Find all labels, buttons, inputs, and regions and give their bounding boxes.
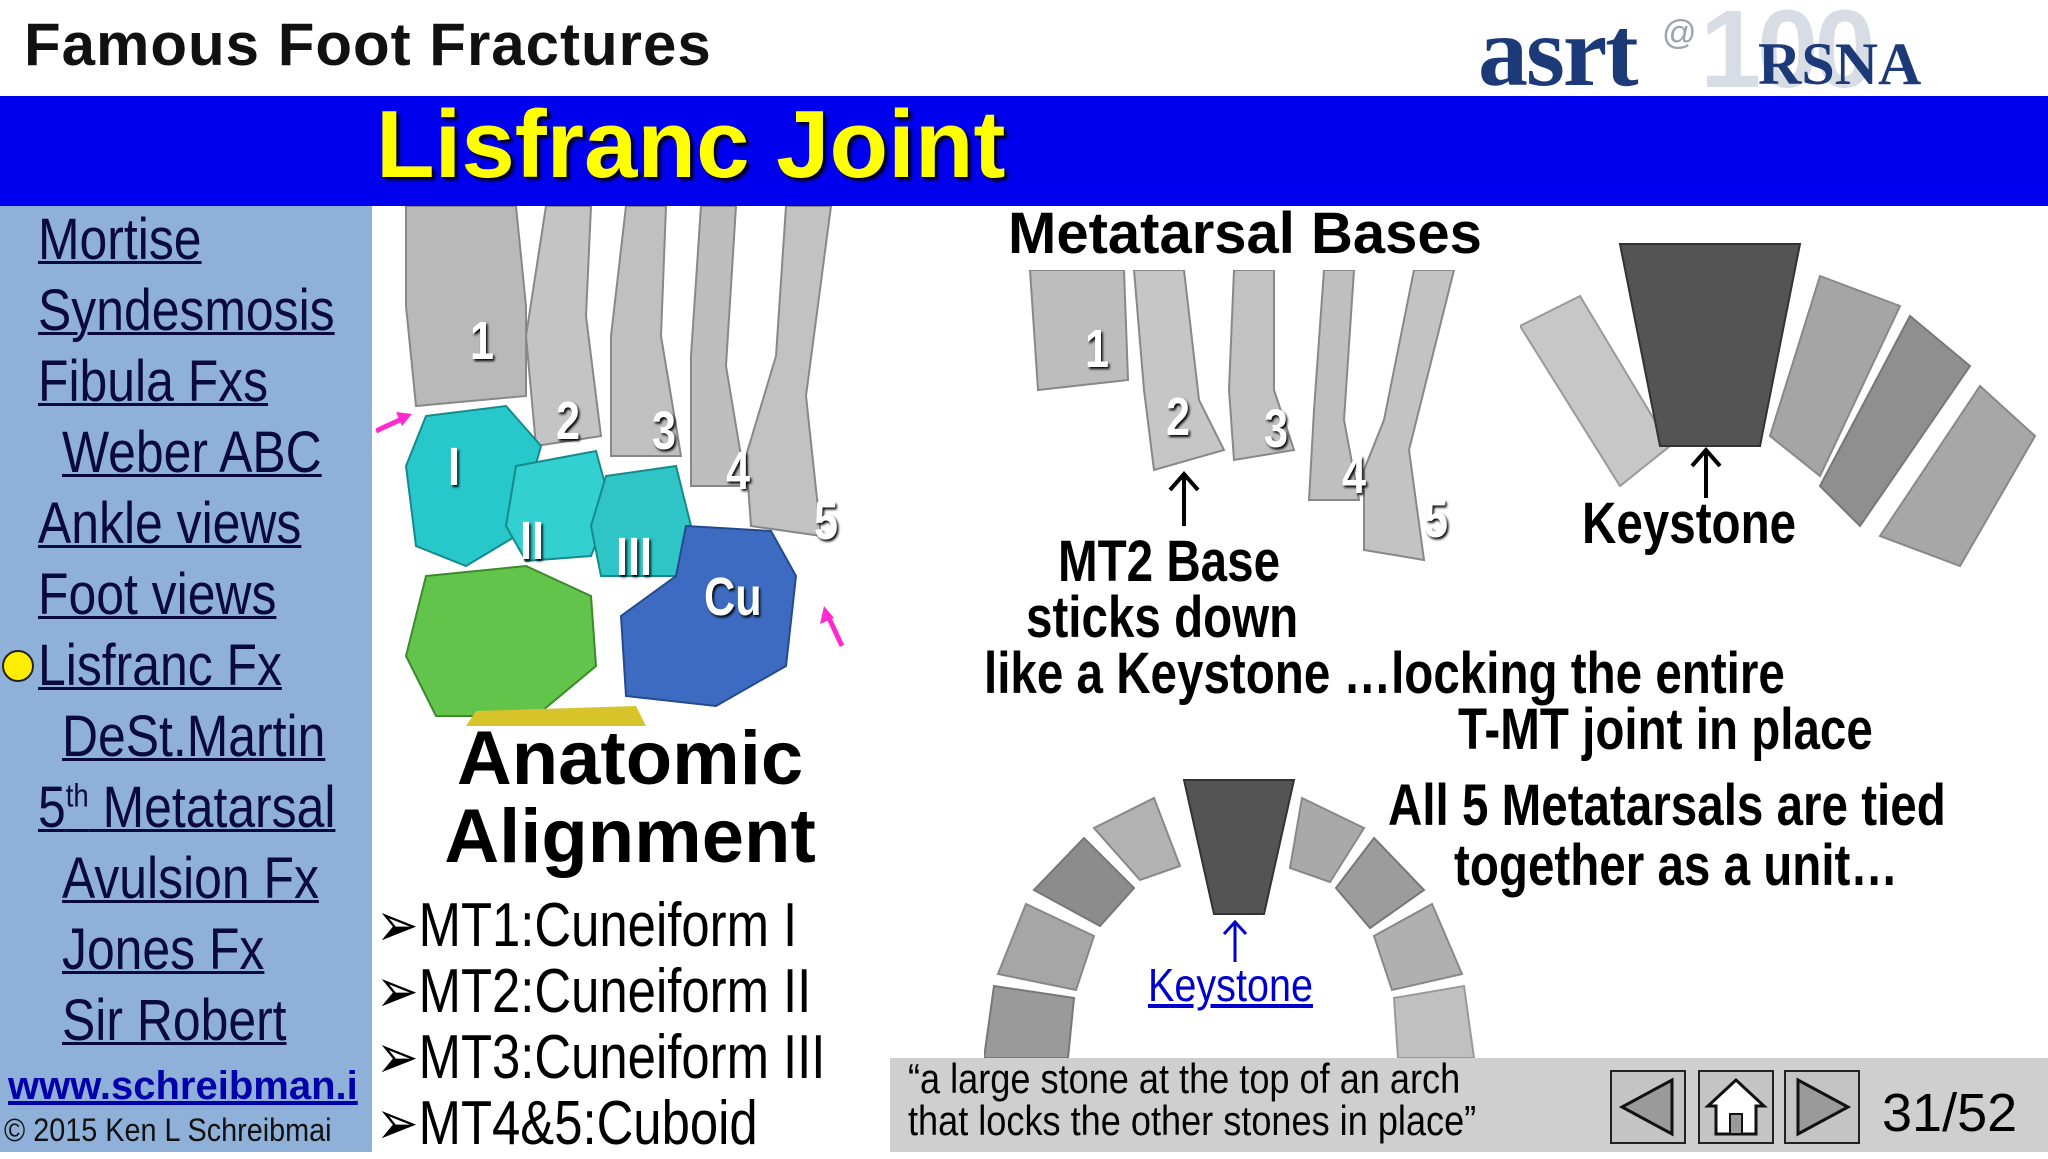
prev-slide-button[interactable] bbox=[1610, 1070, 1686, 1144]
quote-line2: that locks the other stones in place” bbox=[908, 1097, 1477, 1144]
keystone-up-arrow-icon bbox=[1690, 446, 1722, 498]
caption-all-5-tied: All 5 Metatarsals are tied bbox=[1388, 773, 1946, 838]
alignment-item-mt3: ➢MT3:Cuneiform III bbox=[376, 1020, 825, 1093]
metatarsal-bases-illustration bbox=[1028, 270, 1456, 562]
alignment-text: MT4&5:Cuboid bbox=[418, 1089, 758, 1158]
alignment-text: MT2:Cuneiform II bbox=[418, 957, 812, 1026]
mtb-label-1: 1 bbox=[1085, 319, 1110, 379]
title-bar bbox=[0, 96, 2048, 206]
anatomic-title-line2: Alignment bbox=[444, 794, 816, 879]
sidebar-item-5th-label: Metatarsal bbox=[102, 775, 336, 840]
anatomic-alignment-title: Anatomic Alignment bbox=[400, 720, 860, 876]
caption-mt2-base: MT2 Base bbox=[1058, 529, 1281, 594]
cuneiform-label-iii: III bbox=[616, 527, 653, 587]
logo-at: @ bbox=[1662, 14, 1697, 52]
sidebar-item-lisfranc-fx[interactable]: Lisfranc Fx bbox=[38, 633, 282, 698]
bullet-arrow-icon: ➢ bbox=[376, 1089, 419, 1158]
mtb-label-4: 4 bbox=[1342, 445, 1367, 505]
anatomic-title-line1: Anatomic bbox=[456, 716, 804, 801]
series-title: Famous Foot Fractures bbox=[24, 11, 712, 78]
triangle-right-icon bbox=[1796, 1077, 1852, 1137]
keystone-lower-up-arrow-icon bbox=[1222, 919, 1248, 962]
sidebar-item-5th-prefix: 5 bbox=[38, 775, 66, 840]
sidebar bbox=[0, 206, 372, 1152]
sidebar-item-weber-abc[interactable]: Weber ABC bbox=[62, 420, 322, 485]
alignment-item-mt45: ➢MT4&5:Cuboid bbox=[376, 1086, 758, 1159]
active-item-dot-icon bbox=[2, 650, 34, 682]
alignment-item-mt1: ➢MT1:Cuneiform I bbox=[376, 888, 797, 961]
mtb-label-5: 5 bbox=[1424, 489, 1449, 549]
mtb-label-3: 3 bbox=[1264, 399, 1289, 459]
quote-line1: “a large stone at the top of an arch bbox=[908, 1055, 1461, 1102]
page-title: Lisfranc Joint bbox=[376, 91, 1006, 198]
logo-asrt: asrt bbox=[1478, 0, 1639, 107]
header-bar bbox=[0, 0, 2048, 96]
metatarsal-label-5: 5 bbox=[814, 491, 839, 551]
keystone-arch-upper bbox=[1520, 243, 2037, 568]
cuneiform-label-ii: II bbox=[520, 511, 545, 571]
logo-hundred: 100 bbox=[1700, 0, 1876, 111]
sidebar-item-fibula-fxs[interactable]: Fibula Fxs bbox=[38, 349, 269, 414]
metatarsal-label-3: 3 bbox=[652, 401, 677, 461]
alignment-text: MT1:Cuneiform I bbox=[418, 891, 798, 960]
keystone-link[interactable]: Keystone bbox=[1148, 959, 1313, 1011]
sidebar-item-dest-martin[interactable]: DeSt.Martin bbox=[62, 704, 326, 769]
caption-like-keystone: like a Keystone …locking the entire bbox=[984, 641, 1785, 706]
sidebar-item-5th-metatarsal[interactable]: 5th Metatarsal bbox=[38, 774, 335, 841]
alignment-text: MT3:Cuneiform III bbox=[418, 1023, 826, 1092]
keystone-label-upper: Keystone bbox=[1582, 491, 1797, 556]
sidebar-item-avulsion-fx[interactable]: Avulsion Fx bbox=[62, 846, 319, 911]
copyright: © 2015 Ken L Schreibmai bbox=[4, 1112, 332, 1148]
sidebar-item-5th-sup: th bbox=[65, 777, 89, 814]
sidebar-item-ankle-views[interactable]: Ankle views bbox=[38, 491, 302, 556]
sidebar-item-sir-robert[interactable]: Sir Robert bbox=[62, 988, 287, 1053]
caption-sticks-down: sticks down bbox=[1026, 585, 1299, 650]
cuboid-label: Cu bbox=[704, 567, 762, 627]
metatarsal-label-1: 1 bbox=[470, 311, 495, 371]
mtb-label-2: 2 bbox=[1166, 387, 1191, 447]
home-button[interactable] bbox=[1698, 1070, 1774, 1144]
metatarsal-label-4: 4 bbox=[726, 441, 751, 501]
metatarsal-label-2: 2 bbox=[556, 391, 581, 451]
sidebar-item-syndesmosis[interactable]: Syndesmosis bbox=[38, 278, 335, 343]
page-counter: 31/52 bbox=[1882, 1083, 2018, 1143]
metatarsal-bases-title: Metatarsal Bases bbox=[1008, 201, 1482, 266]
bullet-arrow-icon: ➢ bbox=[376, 891, 419, 960]
website-link[interactable]: www.schreibman.i bbox=[8, 1064, 358, 1108]
sidebar-item-foot-views[interactable]: Foot views bbox=[38, 562, 277, 627]
caption-tmt-joint: T-MT joint in place bbox=[1458, 697, 1873, 762]
caption-together-unit: together as a unit… bbox=[1454, 833, 1898, 898]
sidebar-item-jones-fx[interactable]: Jones Fx bbox=[62, 917, 265, 982]
triangle-left-icon bbox=[1618, 1077, 1674, 1137]
bullet-arrow-icon: ➢ bbox=[376, 957, 419, 1026]
sidebar-item-mortise[interactable]: Mortise bbox=[38, 207, 202, 272]
keystone-arch-lower bbox=[984, 779, 1476, 1058]
foot-bones-illustration bbox=[376, 206, 940, 726]
bullet-arrow-icon: ➢ bbox=[376, 1023, 419, 1092]
mt2-up-arrow-icon bbox=[1168, 470, 1200, 526]
next-slide-button[interactable] bbox=[1784, 1070, 1860, 1144]
home-icon bbox=[1704, 1077, 1768, 1136]
alignment-item-mt2: ➢MT2:Cuneiform II bbox=[376, 954, 811, 1027]
cuneiform-label-i: I bbox=[448, 437, 461, 497]
